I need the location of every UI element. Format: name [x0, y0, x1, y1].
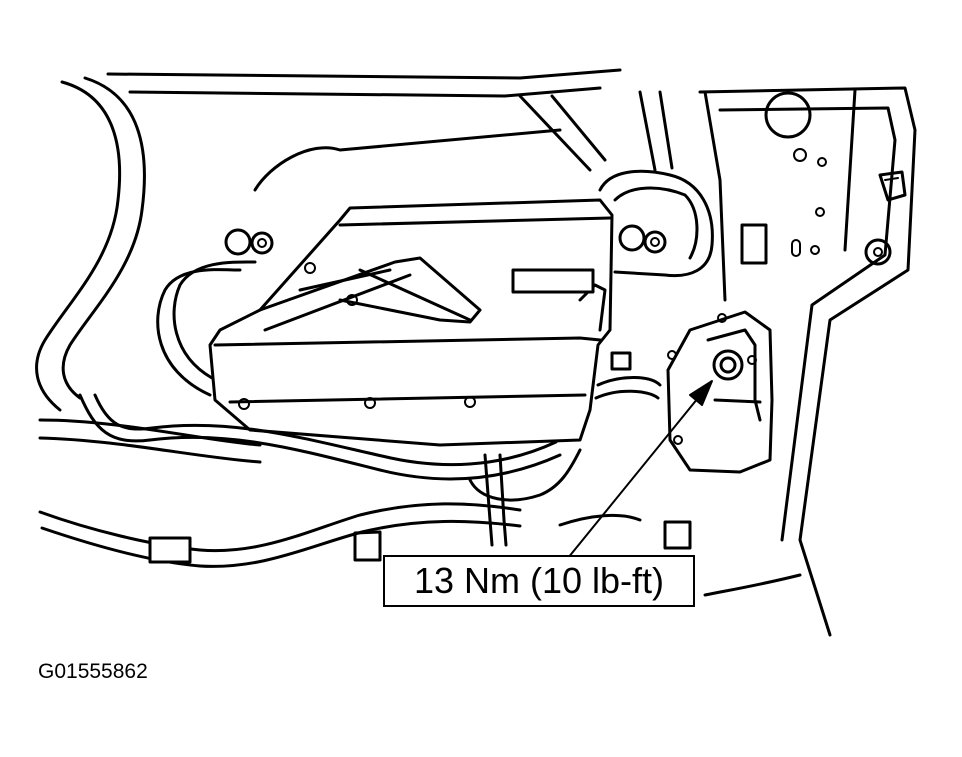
upper-right-boss	[598, 169, 714, 278]
figure-id: G01555862	[38, 660, 148, 683]
lower-clips	[353, 513, 802, 597]
door-panel-outline	[35, 68, 622, 464]
wire-channel	[156, 128, 562, 397]
upper-left-stud	[224, 228, 274, 256]
torque-callout-label: 13 Nm (10 lb-ft)	[383, 555, 695, 607]
leader-arrow	[567, 380, 713, 559]
regulator-module	[208, 198, 614, 447]
torque-bolt	[712, 349, 744, 381]
door-frame-pillar	[638, 86, 917, 637]
latch-bracket	[610, 310, 774, 474]
wiring-harness	[38, 376, 662, 568]
